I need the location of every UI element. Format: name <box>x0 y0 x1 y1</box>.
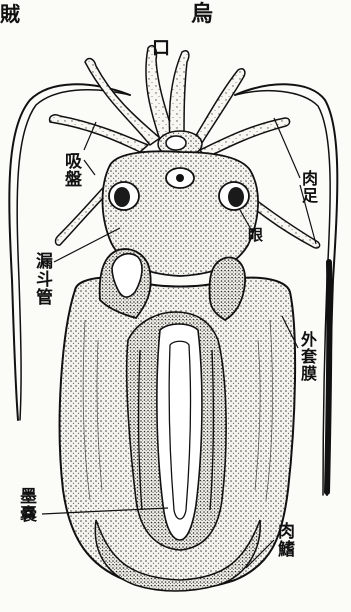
funnel-label: 漏斗管 <box>33 252 50 306</box>
arm-label: 肉足 <box>300 170 316 204</box>
internal-organs <box>127 312 226 550</box>
fin-label: 肉鰭 <box>275 522 292 558</box>
header-title: 烏 <box>191 3 213 25</box>
ink-sac-label: 墨嚢 <box>17 487 34 523</box>
sucker-label: 吸盤 <box>62 152 79 188</box>
header-left-character: 賊 <box>0 4 20 24</box>
eye-label: 眼 <box>248 228 263 243</box>
mouth-label: 口 <box>152 40 170 58</box>
mantle-label: 外套膜 <box>299 331 315 382</box>
